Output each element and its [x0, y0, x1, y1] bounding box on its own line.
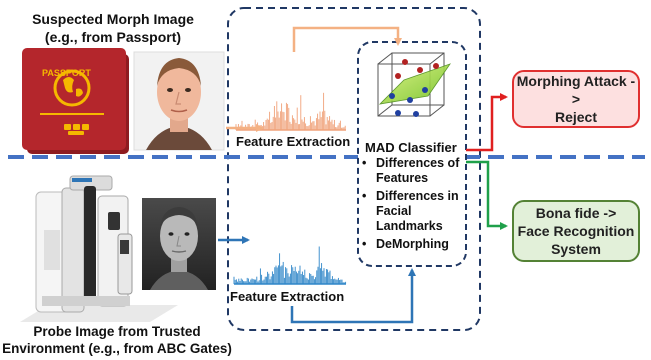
- classifier-method-item: DeMorphing: [362, 237, 462, 252]
- top-title-line2: (e.g., from Passport): [44, 29, 182, 45]
- accept-line1: Bona fide ->: [535, 205, 617, 221]
- probe-face-photo: [142, 198, 216, 290]
- classifier-method-item: Differences of Features: [362, 156, 462, 186]
- accept-line3: System: [551, 241, 601, 257]
- reject-line2: Reject: [554, 109, 598, 125]
- classifier-method-list: Differences of Features Differences in F…: [362, 156, 462, 255]
- accept-output-box: Bona fide -> Face Recognition System: [512, 200, 640, 262]
- top-title-line1: Suspected Morph Image: [32, 11, 194, 27]
- bottom-title-line1: Probe Image from Trusted: [33, 324, 201, 339]
- abc-gate-illustration: [20, 175, 178, 322]
- classifier-title: MAD Classifier: [365, 140, 457, 155]
- bottom-feature-to-classifier-arrow: [290, 268, 416, 324]
- top-title: Suspected Morph Image (e.g., from Passpo…: [8, 10, 218, 46]
- accept-line2: Face Recognition: [517, 223, 635, 239]
- passport-icon: [22, 48, 129, 154]
- feature-spectrum-top: [235, 92, 346, 131]
- reject-arrow: [466, 93, 508, 152]
- passport-label: PASSPORT: [42, 68, 91, 78]
- top-feature-extraction-label: Feature Extraction: [236, 134, 351, 149]
- top-feature-to-classifier-arrow: [292, 26, 402, 52]
- processing-frame: [227, 7, 481, 331]
- bottom-feature-extraction-label: Feature Extraction: [230, 289, 345, 304]
- suspected-morph-face-photo: [133, 51, 225, 151]
- feature-spectrum-bottom: [233, 246, 347, 285]
- bottom-title: Probe Image from Trusted Environment (e.…: [2, 323, 232, 357]
- classifier-cube-icon: [377, 52, 452, 117]
- bottom-title-line2: Environment (e.g., from ABC Gates): [2, 341, 232, 356]
- reject-line1: Morphing Attack ->: [516, 73, 636, 107]
- classifier-method-item: Differences in Facial Landmarks: [362, 189, 462, 234]
- accept-arrow: [466, 160, 508, 230]
- reject-output-box: Morphing Attack -> Reject: [512, 70, 640, 128]
